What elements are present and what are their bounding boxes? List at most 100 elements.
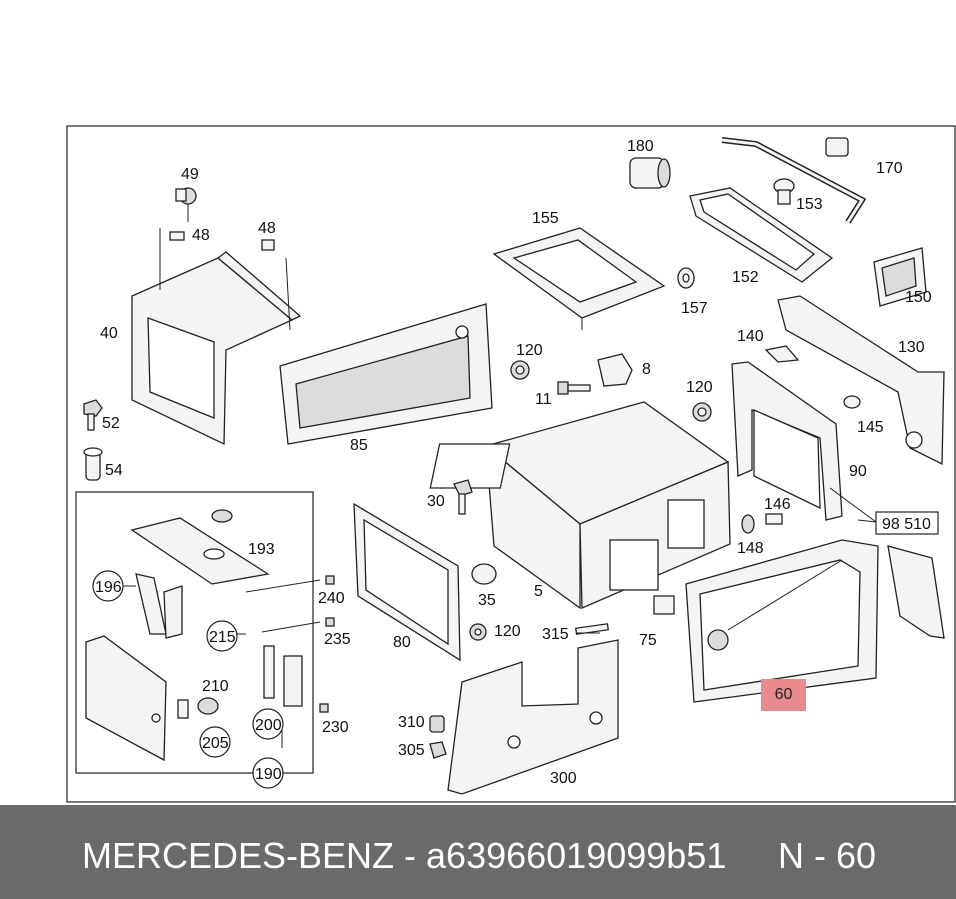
part-150-bracket[interactable]	[873, 247, 927, 307]
part-205-panel[interactable]	[85, 635, 167, 762]
callout-circle-215	[206, 620, 238, 652]
sleeve-54[interactable]	[83, 447, 103, 481]
callout-150: 150	[905, 289, 932, 306]
callout-148: 148	[737, 540, 764, 557]
callout-146: 146	[764, 496, 791, 513]
bolt-49[interactable]	[175, 187, 197, 222]
callout-60: 60	[774, 686, 793, 703]
part-140-clip[interactable]	[764, 345, 800, 363]
callout-215: 215	[209, 629, 236, 646]
part-152-tray[interactable]	[689, 187, 834, 283]
callout-130: 130	[898, 339, 925, 356]
diagram-frame	[66, 125, 956, 803]
callout-circle-200	[252, 708, 284, 740]
part-5-frame[interactable]	[429, 401, 731, 610]
part-98510-filter[interactable]	[887, 545, 945, 639]
part-235-screw[interactable]	[325, 617, 335, 627]
part-210-lock[interactable]	[177, 697, 219, 719]
bolt-52[interactable]	[83, 399, 103, 431]
callout-48b: 48	[258, 220, 276, 237]
callout-11: 11	[535, 391, 552, 408]
part-157-grommet[interactable]	[677, 267, 695, 289]
brand-part-number: MERCEDES-BENZ - a63966019099b51	[82, 835, 727, 876]
part-196-bracket[interactable]	[135, 573, 183, 639]
screw-48a[interactable]	[169, 231, 185, 241]
screw-48b[interactable]	[261, 239, 275, 251]
part-35-grommet[interactable]	[471, 563, 497, 585]
callout-157: 157	[681, 300, 708, 317]
part-130-panel[interactable]	[777, 295, 945, 466]
part-90-panel[interactable]	[731, 361, 843, 521]
callout-193: 193	[248, 541, 275, 558]
callout-80: 80	[393, 634, 411, 651]
callout-30: 30	[427, 493, 445, 510]
part-153-plug[interactable]	[773, 178, 795, 205]
callout-box-98510	[875, 511, 939, 535]
part-11-screw[interactable]	[557, 381, 591, 395]
callout-240: 240	[318, 590, 345, 607]
callout-153: 153	[796, 196, 823, 213]
callout-49: 49	[181, 166, 199, 183]
part-85-panel[interactable]	[279, 303, 493, 445]
part-120a-clip[interactable]	[510, 360, 530, 380]
part-8-latch[interactable]	[597, 353, 633, 387]
callout-120c: 120	[494, 623, 521, 640]
callout-145: 145	[857, 419, 884, 436]
part-240-screw[interactable]	[325, 575, 335, 585]
callout-75: 75	[639, 632, 657, 649]
part-230-screw[interactable]	[319, 703, 329, 713]
callout-205: 205	[202, 735, 229, 752]
callout-54: 54	[105, 462, 123, 479]
callout-210: 210	[202, 678, 229, 695]
callout-98510: 98 510	[882, 516, 931, 533]
callout-200: 200	[255, 717, 282, 734]
part-155-tray[interactable]	[492, 227, 666, 330]
callout-230: 230	[322, 719, 349, 736]
callout-120b: 120	[686, 379, 713, 396]
callout-circle-196	[92, 570, 124, 602]
part-145-pin[interactable]	[843, 395, 861, 409]
part-30-bolt[interactable]	[453, 479, 473, 515]
callout-circle-190	[252, 757, 284, 789]
part-315-strip[interactable]	[575, 623, 609, 635]
callout-120a: 120	[516, 342, 543, 359]
page-reference: N - 60	[778, 835, 877, 876]
callout-85: 85	[350, 437, 368, 454]
callout-300: 300	[550, 770, 577, 787]
callout-circle-205	[199, 726, 231, 758]
part-193-plate[interactable]	[130, 509, 270, 585]
part-75-clip[interactable]	[653, 595, 675, 615]
part-170-rod[interactable]	[721, 137, 867, 224]
parts-diagram: 49 48 48 40 52 54 85 155 180 170 153 152…	[66, 125, 956, 803]
callout-180: 180	[627, 138, 654, 155]
callout-196: 196	[95, 579, 122, 596]
callout-90: 90	[849, 463, 867, 480]
part-40-bracket[interactable]	[131, 228, 302, 446]
part-180-bushing[interactable]	[629, 157, 671, 189]
inset-frame	[75, 491, 314, 774]
callout-140: 140	[737, 328, 764, 345]
callout-35: 35	[478, 592, 496, 609]
callout-8: 8	[642, 361, 651, 378]
part-300-panel[interactable]	[447, 639, 619, 795]
callout-155: 155	[532, 210, 559, 227]
callout-60-highlight[interactable]: 60	[761, 679, 806, 711]
part-305-nut[interactable]	[429, 741, 447, 759]
part-80-frame[interactable]	[353, 502, 461, 662]
callout-52: 52	[102, 415, 120, 432]
callout-305: 305	[398, 742, 425, 759]
callout-235: 235	[324, 631, 351, 648]
callout-48a: 48	[192, 227, 210, 244]
part-310-sleeve[interactable]	[429, 715, 445, 733]
part-200-hinge[interactable]	[263, 645, 303, 707]
callout-40: 40	[100, 325, 118, 342]
callout-310: 310	[398, 714, 425, 731]
part-120b-clip[interactable]	[692, 402, 712, 422]
part-148-washer[interactable]	[741, 514, 755, 534]
part-60-panel[interactable]	[685, 539, 879, 703]
callout-152: 152	[732, 269, 759, 286]
part-146-clip[interactable]	[765, 513, 783, 525]
callout-5: 5	[534, 583, 543, 600]
part-120c-clip[interactable]	[469, 623, 487, 641]
callout-315: 315	[542, 626, 569, 643]
